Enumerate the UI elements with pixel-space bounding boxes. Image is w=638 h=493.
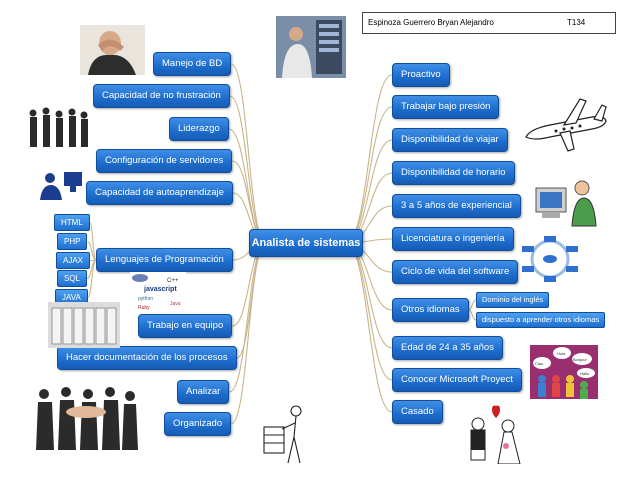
connector-tag-0 [89,221,97,261]
node-otros-idiomas[interactable]: Otros idiomas [392,298,469,322]
central-node[interactable]: Analista de sistemas [249,229,363,257]
server-technician-image [276,16,346,78]
tag-ajax[interactable]: AJAX [56,252,91,269]
business-team-image [29,107,88,147]
connector-tag-4 [87,259,97,299]
connector-left-9 [230,242,267,425]
node-experiencia[interactable]: 3 a 5 años de experiencial [392,194,521,218]
node-ms-project[interactable]: Conocer Microsoft Proyect [392,368,522,392]
node-casado[interactable]: Casado [392,400,443,424]
connector-right-20 [345,242,393,413]
bubble-hallo: Hallo [580,371,590,376]
node-horario[interactable]: Disponibilidad de horario [392,161,515,185]
connector-left-1 [229,95,267,244]
connector-sub-0 [468,299,477,311]
node-ciclo-vida[interactable]: Ciclo de vida del software [392,260,519,284]
java-logo-text: Java [170,301,181,307]
tag-php[interactable]: PHP [57,233,88,250]
languages-people-image: Hola Bonjour Hallo Ciao [530,345,598,399]
node-analizar[interactable]: Analizar [177,380,230,404]
node-lenguajes[interactable]: Lenguajes de Programación [96,248,233,272]
node-no-frustracion[interactable]: Capacidad de no frustración [93,84,230,108]
python-logo-text: python [138,296,153,302]
bubble-hola: Hola [557,351,566,356]
organized-worker-sketch [263,405,302,464]
tag-sql[interactable]: SQL [57,270,88,287]
node-trabajo-equipo[interactable]: Trabajo en equipo [138,314,233,338]
node-organizado[interactable]: Organizado [164,412,232,436]
ruby-logo-text: Ruby [138,305,150,311]
cpp-logo-text: C++ [167,278,179,284]
bubble-bonjour: Bonjour [573,357,587,362]
wedding-couple-image [470,405,521,464]
stressed-man-image [80,25,145,75]
node-bajo-presion[interactable]: Trabajar bajo presión [392,95,500,119]
node-config-servidores[interactable]: Configuración de servidores [96,149,233,173]
connector-tag-1 [87,240,97,261]
programming-logos-image: C++ javascript python Ruby Java [130,272,186,312]
node-edad[interactable]: Edad de 24 a 35 años [392,336,503,360]
node-proactivo[interactable]: Proactivo [392,63,450,87]
javascript-logo-text: javascript [143,286,177,293]
connector-sub-1 [468,309,477,321]
sub-otros-idiomas[interactable]: dispuesto a aprender otros idiomas [476,312,606,328]
node-manejo-bd[interactable]: Manejo de BD [153,52,232,76]
connector-right-19 [345,242,393,381]
computer-user-icon [40,172,82,200]
computer-expert-image [535,180,597,227]
lifecycle-diagram-icon [522,236,578,282]
binders-image [48,302,120,348]
node-autoaprendizaje[interactable]: Capacidad de autoaprendizaje [86,181,233,205]
bubble-ciao: Ciao [535,361,544,366]
author-header: Espinoza Guerrero Bryan Alejandro T134 [362,12,616,34]
node-licenciatura[interactable]: Licenciatura o ingeniería [392,227,514,251]
node-viajar[interactable]: Disponibilidad de viajar [392,128,508,152]
connector-left-8 [229,242,267,393]
connector-right-18 [345,242,393,349]
node-documentacion[interactable]: Hacer documentación de los procesos [57,346,237,370]
sub-dominio-ingles[interactable]: Dominio del inglés [476,292,550,308]
node-liderazgo[interactable]: Liderazgo [169,117,229,141]
author-code: T134 [567,18,586,27]
tag-html[interactable]: HTML [54,214,90,231]
author-name: Espinoza Guerrero Bryan Alejandro [368,18,494,27]
airplane-icon [525,98,607,152]
connector-left-7 [236,242,267,359]
teamwork-hands-image [36,387,138,450]
connector-right-10 [345,74,393,244]
